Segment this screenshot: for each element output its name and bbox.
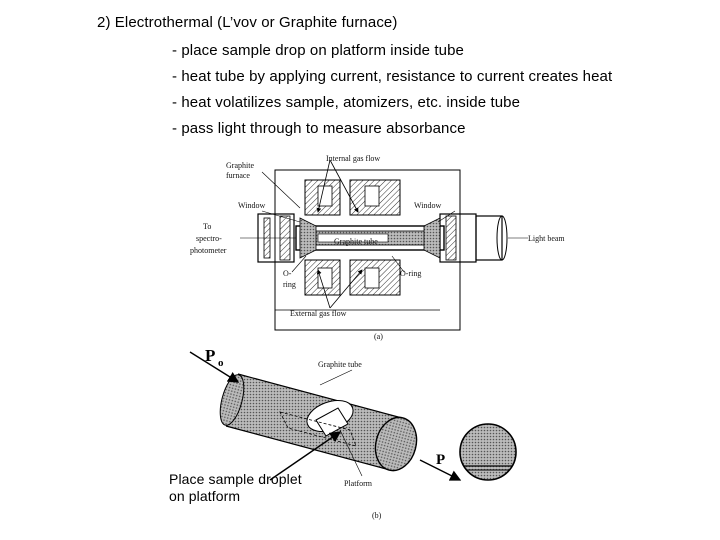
label-to-spectro-1: To	[203, 222, 211, 231]
label-o-ring-right: O-ring	[400, 269, 421, 278]
furnace-cross-section	[240, 159, 528, 331]
po-subscript: o	[218, 357, 224, 369]
label-to-spectro-2: spectro-	[196, 234, 222, 243]
po-arrow	[189, 351, 240, 383]
bullet-place-sample: - place sample drop on platform inside t…	[172, 42, 464, 59]
place-sample-caption: Place sample droplet on platform	[169, 471, 302, 504]
label-o-ring-left-2: ring	[283, 280, 296, 289]
label-external-gas-flow: External gas flow	[290, 309, 347, 318]
label-window-left: Window	[238, 201, 265, 210]
p-label: P	[436, 452, 446, 468]
label-o-ring-left-1: O-	[283, 269, 292, 278]
bullet-volatilize: - heat volatilizes sample, atomizers, et…	[172, 94, 521, 111]
tube-end-view	[459, 423, 517, 481]
label-graphite-furnace-2: furnace	[226, 171, 250, 180]
label-graphite-tube-b: Graphite tube	[318, 360, 362, 369]
bullet-pass-light: - pass light through to measure absorban…	[172, 120, 466, 137]
label-graphite-tube-a: Graphite tube	[334, 237, 378, 246]
label-platform: Platform	[344, 479, 373, 488]
p-arrow	[419, 459, 462, 481]
label-to-spectro-3: photometer	[190, 246, 227, 255]
sample-arrow	[269, 431, 342, 481]
label-window-right: Window	[414, 201, 441, 210]
slide-title: 2) Electrothermal (L’vov or Graphite fur…	[97, 14, 398, 31]
label-panel-b: (b)	[372, 511, 382, 520]
label-graphite-furnace-1: Graphite	[226, 161, 254, 170]
graphite-tube-drawing	[219, 369, 418, 477]
po-label: P	[205, 346, 216, 365]
label-internal-gas-flow: Internal gas flow	[326, 154, 380, 163]
label-panel-a: (a)	[374, 332, 383, 341]
bullet-heat-tube: - heat tube by applying current, resista…	[172, 68, 613, 85]
label-light-beam: Light beam	[528, 234, 565, 243]
